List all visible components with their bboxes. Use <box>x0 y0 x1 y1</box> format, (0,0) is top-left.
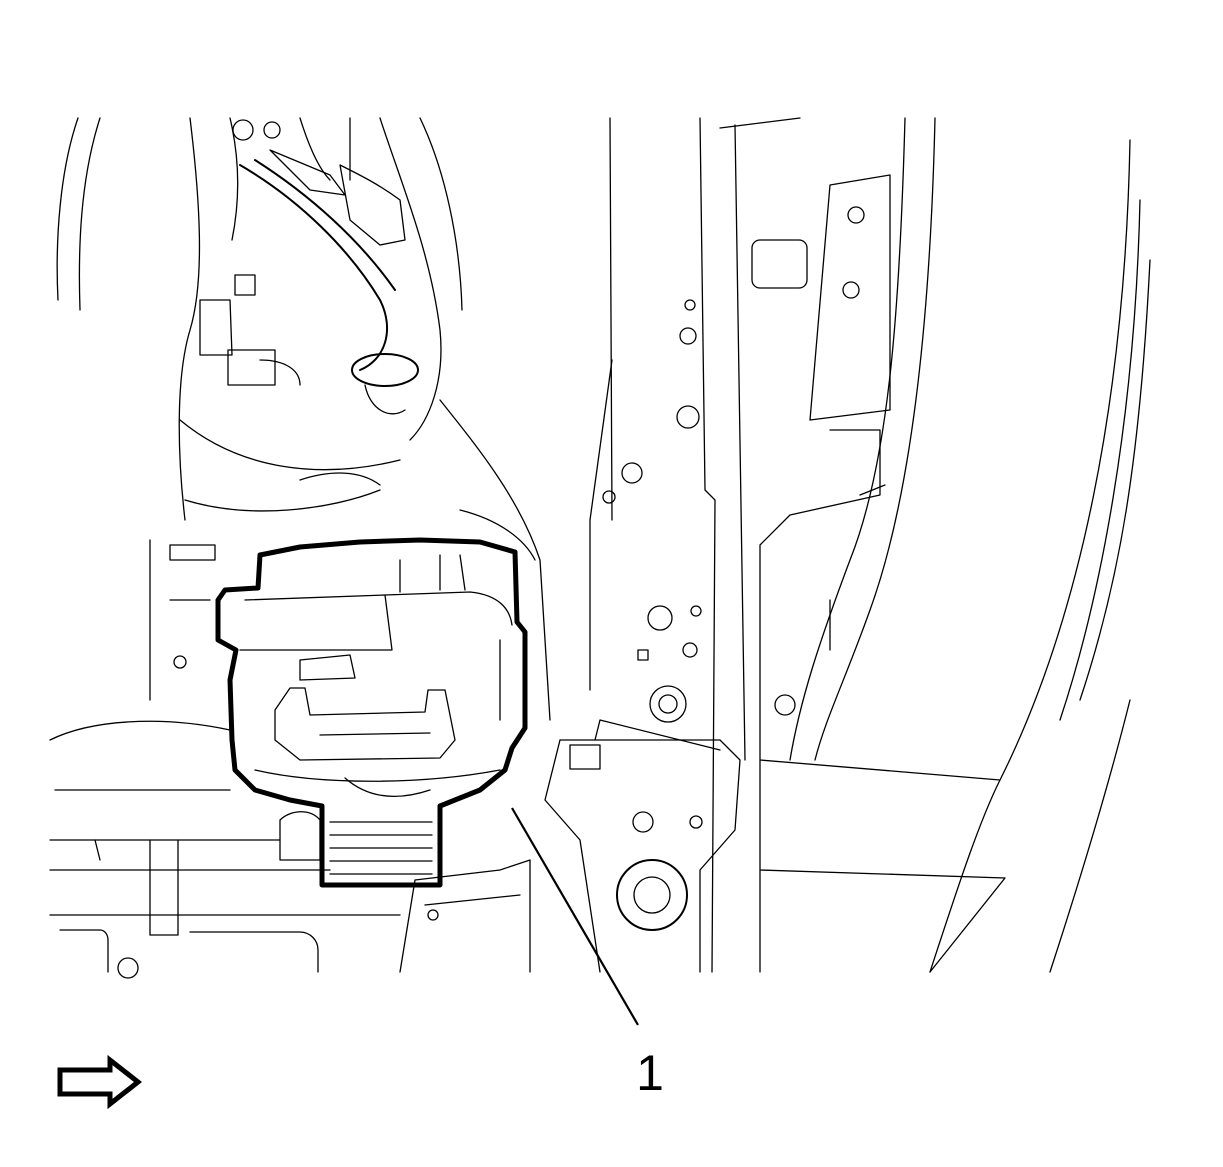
body-structure-right <box>544 117 1151 973</box>
generator <box>215 537 528 888</box>
engine-compartment-left <box>49 117 551 979</box>
right-arrow-icon <box>57 1054 143 1110</box>
callout-label-1: 1 <box>636 1045 664 1101</box>
callout-leader-line <box>511 807 639 1026</box>
